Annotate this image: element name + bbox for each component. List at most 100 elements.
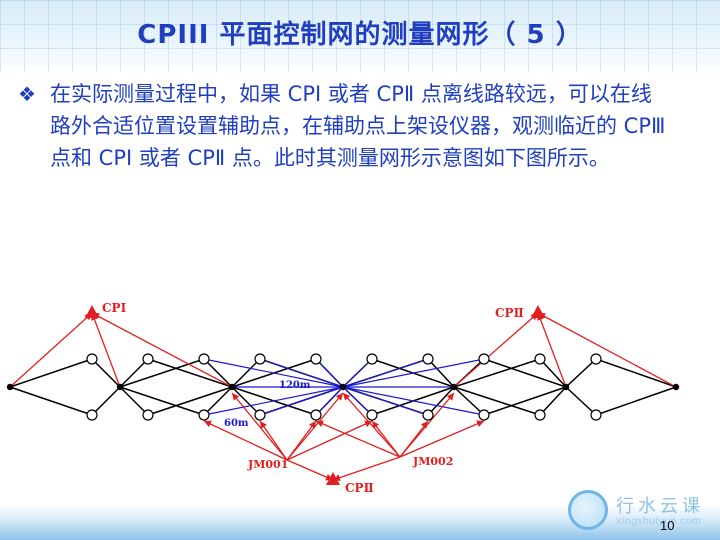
observation-line-blue [342, 358, 373, 388]
network-line [231, 358, 261, 388]
network-line [453, 386, 541, 416]
jm002-obs-line [342, 392, 401, 458]
free-station-point [339, 383, 347, 391]
observation-line-blue [315, 358, 344, 388]
network-line [483, 386, 567, 416]
observation-line-blue [259, 386, 344, 416]
logo-text: 行水云课 [616, 496, 704, 517]
jm002-cp2-line [332, 456, 401, 481]
free-station-point [450, 383, 458, 391]
distance-60m-label: 60m [224, 418, 249, 429]
network-line [427, 358, 455, 388]
cp2-right-marker-icon [531, 305, 545, 318]
observation-line-blue [342, 386, 373, 416]
free-station-point [672, 383, 680, 391]
jm002-label: JM002 [412, 455, 453, 468]
network-line [203, 386, 233, 416]
cp3-points [6, 353, 680, 421]
logo-circle-icon [568, 490, 608, 530]
jm002-obs-line-arrowhead [476, 420, 484, 427]
observation-line-blue [315, 386, 344, 416]
header-grid-decoration [0, 0, 720, 72]
jm002-obs-line [399, 420, 485, 458]
network-line [119, 358, 205, 388]
network-line [539, 358, 567, 388]
jm001-obs-line [231, 392, 288, 461]
diamond-bullet-icon: ❖ [18, 82, 36, 106]
jm002-obs-line-arrowhead [316, 420, 324, 427]
cp3-point [366, 353, 378, 365]
network-line [9, 358, 93, 388]
observation-line-blue [259, 358, 344, 388]
network-line [203, 358, 233, 388]
network-line [231, 386, 261, 416]
network-line [483, 358, 567, 388]
observation-line-blue [342, 358, 429, 388]
jm001-obs-line [203, 420, 288, 461]
jm002-obs-line [315, 420, 401, 458]
network-diagram: CPⅠ CPⅡ CPⅡ JM001 JM002 120m 60m [6, 301, 680, 495]
cp1-label: CPⅠ [102, 301, 127, 315]
cp3-point [422, 353, 434, 365]
network-line [91, 386, 121, 416]
cp2r-obs-line [537, 312, 567, 388]
network-line [119, 358, 149, 388]
jm001-obs-line-arrowhead [232, 393, 240, 401]
jm001-obs-line-arrowhead [335, 393, 343, 401]
cp3-point [254, 353, 266, 365]
free-station-point [228, 383, 236, 391]
network-line [595, 386, 677, 416]
network-line [147, 386, 233, 416]
jm002-obs-line-arrowhead [446, 393, 454, 401]
observation-lines-blue [203, 358, 485, 416]
cp3-point [142, 353, 154, 365]
bullet-paragraph: ❖ 在实际测量过程中，如果 CPⅠ 或者 CPⅡ 点离线路较远，可以在线路外合适… [18, 78, 668, 174]
cp1-marker-icon [85, 305, 99, 318]
cp3-point [366, 409, 378, 421]
distance-120m-label: 120m [279, 380, 311, 391]
jm001-cp2-line [286, 459, 334, 481]
cp1-obs-line [9, 312, 93, 388]
jm002-obs-line [399, 392, 455, 458]
free-station-point [116, 383, 124, 391]
jm001-obs-line-arrowhead [260, 421, 267, 429]
cp1-obs-line [91, 312, 121, 388]
cp3-point [534, 409, 546, 421]
network-line [119, 386, 205, 416]
network-line [565, 358, 597, 388]
cp2-right-label: CPⅡ [495, 306, 524, 320]
network-line [565, 386, 597, 416]
network-line [91, 358, 121, 388]
network-line [427, 386, 455, 416]
cp3-point [142, 409, 154, 421]
page-number: 10 [660, 518, 675, 533]
logo-subtext: xingshuiyun.com [616, 516, 702, 527]
jm001-obs-line [286, 420, 373, 461]
station-points [85, 305, 545, 485]
observation-line-blue [203, 358, 344, 388]
cp2-bottom-marker-icon [326, 472, 340, 485]
observation-line-blue [342, 386, 485, 416]
network-line [147, 358, 233, 388]
cp3-point [478, 353, 490, 365]
cp2r-obs-line [537, 312, 677, 388]
header-banner [0, 0, 720, 72]
slide-title: CPIII 平面控制网的测量网形（ 5 ） [137, 20, 583, 50]
jm001-obs-line-arrowhead [204, 420, 212, 428]
cp2r-obs-line [453, 312, 539, 388]
cp3-point [590, 409, 602, 421]
brand-logo: 行水云课 xingshuiyun.com [566, 486, 716, 534]
cp3-point [478, 409, 490, 421]
network-line [595, 358, 677, 388]
cp3-point [310, 409, 322, 421]
network-line [539, 386, 567, 416]
cp3-point [198, 409, 210, 421]
cp3-point [86, 353, 98, 365]
network-line [119, 386, 149, 416]
jm001-label: JM001 [247, 458, 288, 471]
cp3-point [310, 353, 322, 365]
cp3-point [422, 409, 434, 421]
free-station-point [6, 383, 14, 391]
observation-lines-red [9, 312, 677, 482]
cp3-point [86, 409, 98, 421]
